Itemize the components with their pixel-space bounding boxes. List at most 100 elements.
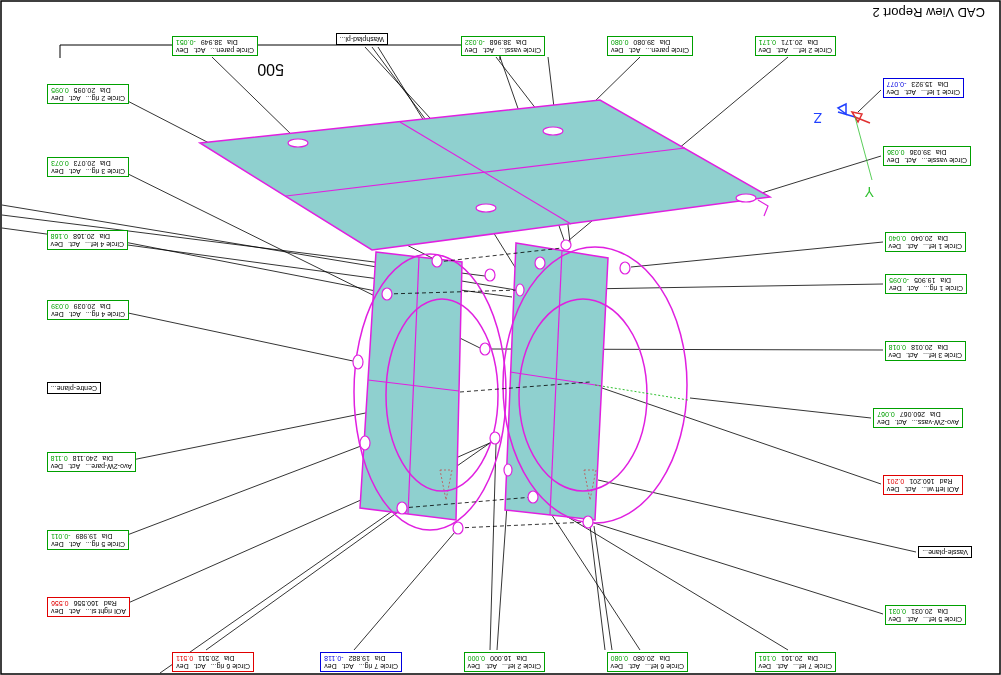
measure-kind: Dia: [938, 607, 949, 615]
column-head: Dev: [611, 662, 623, 670]
column-head: Dev: [51, 540, 63, 548]
measure-callout: Circle 5 rig...Act.DevDia19.989-0.011: [47, 530, 129, 550]
measure-callout: Circle vassle... Act. Dev Dia 39.036 0.036: [883, 146, 971, 166]
axis-line: [595, 385, 688, 400]
actual-value: 160.201: [909, 477, 934, 485]
measure-callout: Avo-2W-pare...Act.DevDia240.1180.118: [47, 452, 136, 472]
axis-name: Z: [812, 110, 823, 126]
column-head: Dev: [877, 418, 889, 426]
column-head: Dev: [887, 88, 899, 96]
actual-value: 240.118: [73, 454, 98, 462]
feature-name: Circle 2 lef...: [502, 662, 541, 670]
deviation-value: 0.080: [611, 38, 629, 46]
feature-name: Circle vassl...: [499, 46, 541, 54]
circle-markers: [288, 127, 756, 534]
actual-value: 39.080: [633, 38, 654, 46]
column-head: Dev: [465, 46, 477, 54]
actual-value: 20.080: [633, 654, 654, 662]
deviation-value: -0.077: [887, 80, 907, 88]
measure-kind: Dia: [930, 410, 941, 418]
column-head: Act.: [68, 607, 80, 615]
column-head: Dev: [51, 240, 63, 248]
measure-callout: AOI right si...Act.DevRad160.5560.556: [47, 597, 130, 617]
measure-callout: Avo-2W-vass...Act.DevDia260.0670.067: [873, 408, 963, 428]
actual-value: 20.095: [74, 86, 95, 94]
column-head: Act.: [482, 46, 494, 54]
actual-value: 20.031: [911, 607, 932, 615]
column-head: Dev: [176, 46, 188, 54]
measure-callout: Circle 3 rig...Act.DevDia20.0730.073: [47, 157, 129, 177]
column-head: Act.: [194, 662, 206, 670]
actual-value: 20.171: [781, 38, 802, 46]
column-head: Dev: [759, 662, 771, 670]
measure-kind: Dia: [808, 654, 819, 662]
column-head: Dev: [51, 462, 63, 470]
feature-name: Circle 2 rig...: [86, 94, 125, 102]
measure-kind: Dia: [100, 302, 111, 310]
measure-kind: Dia: [660, 38, 671, 46]
feature-name: Circle vassle...: [921, 156, 967, 164]
actual-value: 39.036: [910, 148, 931, 156]
plane-tag: Centre-plane...: [47, 382, 101, 394]
axis-triad: [838, 104, 872, 180]
column-head: Dev: [468, 662, 480, 670]
deviation-value: 0.036: [887, 148, 905, 156]
measure-kind: Rad: [104, 599, 117, 607]
plane-tag: Washplad-pl...: [336, 33, 388, 45]
deviation-value: -0.095: [889, 276, 909, 284]
column-head: Act.: [904, 156, 916, 164]
feature-name: Circle 4 rig...: [86, 310, 125, 318]
column-head: Act.: [906, 615, 918, 623]
measure-callout: Circle 1 rig...Act.DevDia19.905-0.095: [885, 274, 967, 294]
feature-name: Circle 5 lef...: [923, 615, 962, 623]
measure-kind: Dia: [940, 276, 951, 284]
measure-callout: Circle 5 lef...Act.DevDia20.0310.031: [885, 605, 966, 625]
column-head: Act.: [628, 46, 640, 54]
deviation-value: -0.051: [176, 38, 196, 46]
measure-kind: Dia: [102, 454, 113, 462]
actual-value: 20.018: [911, 343, 932, 351]
column-head: Dev: [324, 662, 336, 670]
measure-callout: Circle 2 rig...Act.DevDia20.0950.095: [47, 84, 129, 104]
column-head: Act.: [342, 662, 354, 670]
deviation-value: 0.000: [468, 654, 486, 662]
column-head: Act.: [69, 167, 81, 175]
deviation-value: 0.201: [887, 477, 905, 485]
scale-bar: [60, 45, 500, 60]
measure-kind: Dia: [100, 159, 111, 167]
column-head: Act.: [68, 240, 80, 248]
feature-name: Circle paren...: [210, 46, 254, 54]
column-head: Dev: [887, 156, 899, 164]
column-head: Act.: [904, 485, 916, 493]
deviation-value: 0.040: [889, 234, 907, 242]
column-head: Act.: [69, 310, 81, 318]
actual-value: 20.039: [74, 302, 95, 310]
column-head: Dev: [176, 662, 188, 670]
feature-name: Circle 2 lef...: [793, 46, 832, 54]
measure-kind: Dia: [938, 234, 949, 242]
column-head: Act.: [68, 462, 80, 470]
plane-name: Centre-plane...: [51, 385, 97, 392]
measure-callout: Circle 4 rig...Act.DevDia20.0390.039: [47, 300, 129, 320]
right-panel: [505, 243, 608, 520]
column-head: Dev: [889, 242, 901, 250]
measure-callout: AOI left wi...Act.DevRad160.2010.201: [883, 475, 963, 495]
measure-kind: Dia: [375, 654, 386, 662]
measure-kind: Dia: [102, 532, 113, 540]
actual-value: 19.905: [914, 276, 935, 284]
plane-name: Washplad-pl...: [340, 36, 384, 43]
column-head: Dev: [51, 607, 63, 615]
measure-callout: Circle 7 lef...Act.DevDia20.1610.161: [755, 652, 836, 672]
deviation-value: 0.067: [877, 410, 895, 418]
measure-kind: Dia: [936, 148, 947, 156]
column-head: Dev: [51, 310, 63, 318]
actual-value: 20.040: [911, 234, 932, 242]
measure-callout: Circle paren...Act.DevDia39.0800.080: [607, 36, 693, 56]
deviation-value: 0.168: [51, 232, 69, 240]
column-head: Act.: [628, 662, 640, 670]
feature-name: Circle 6 rig...: [211, 662, 250, 670]
feature-name: Circle 7 lef...: [793, 662, 832, 670]
deviation-value: -0.032: [465, 38, 485, 46]
feature-name: AOI left wi...: [921, 485, 959, 493]
